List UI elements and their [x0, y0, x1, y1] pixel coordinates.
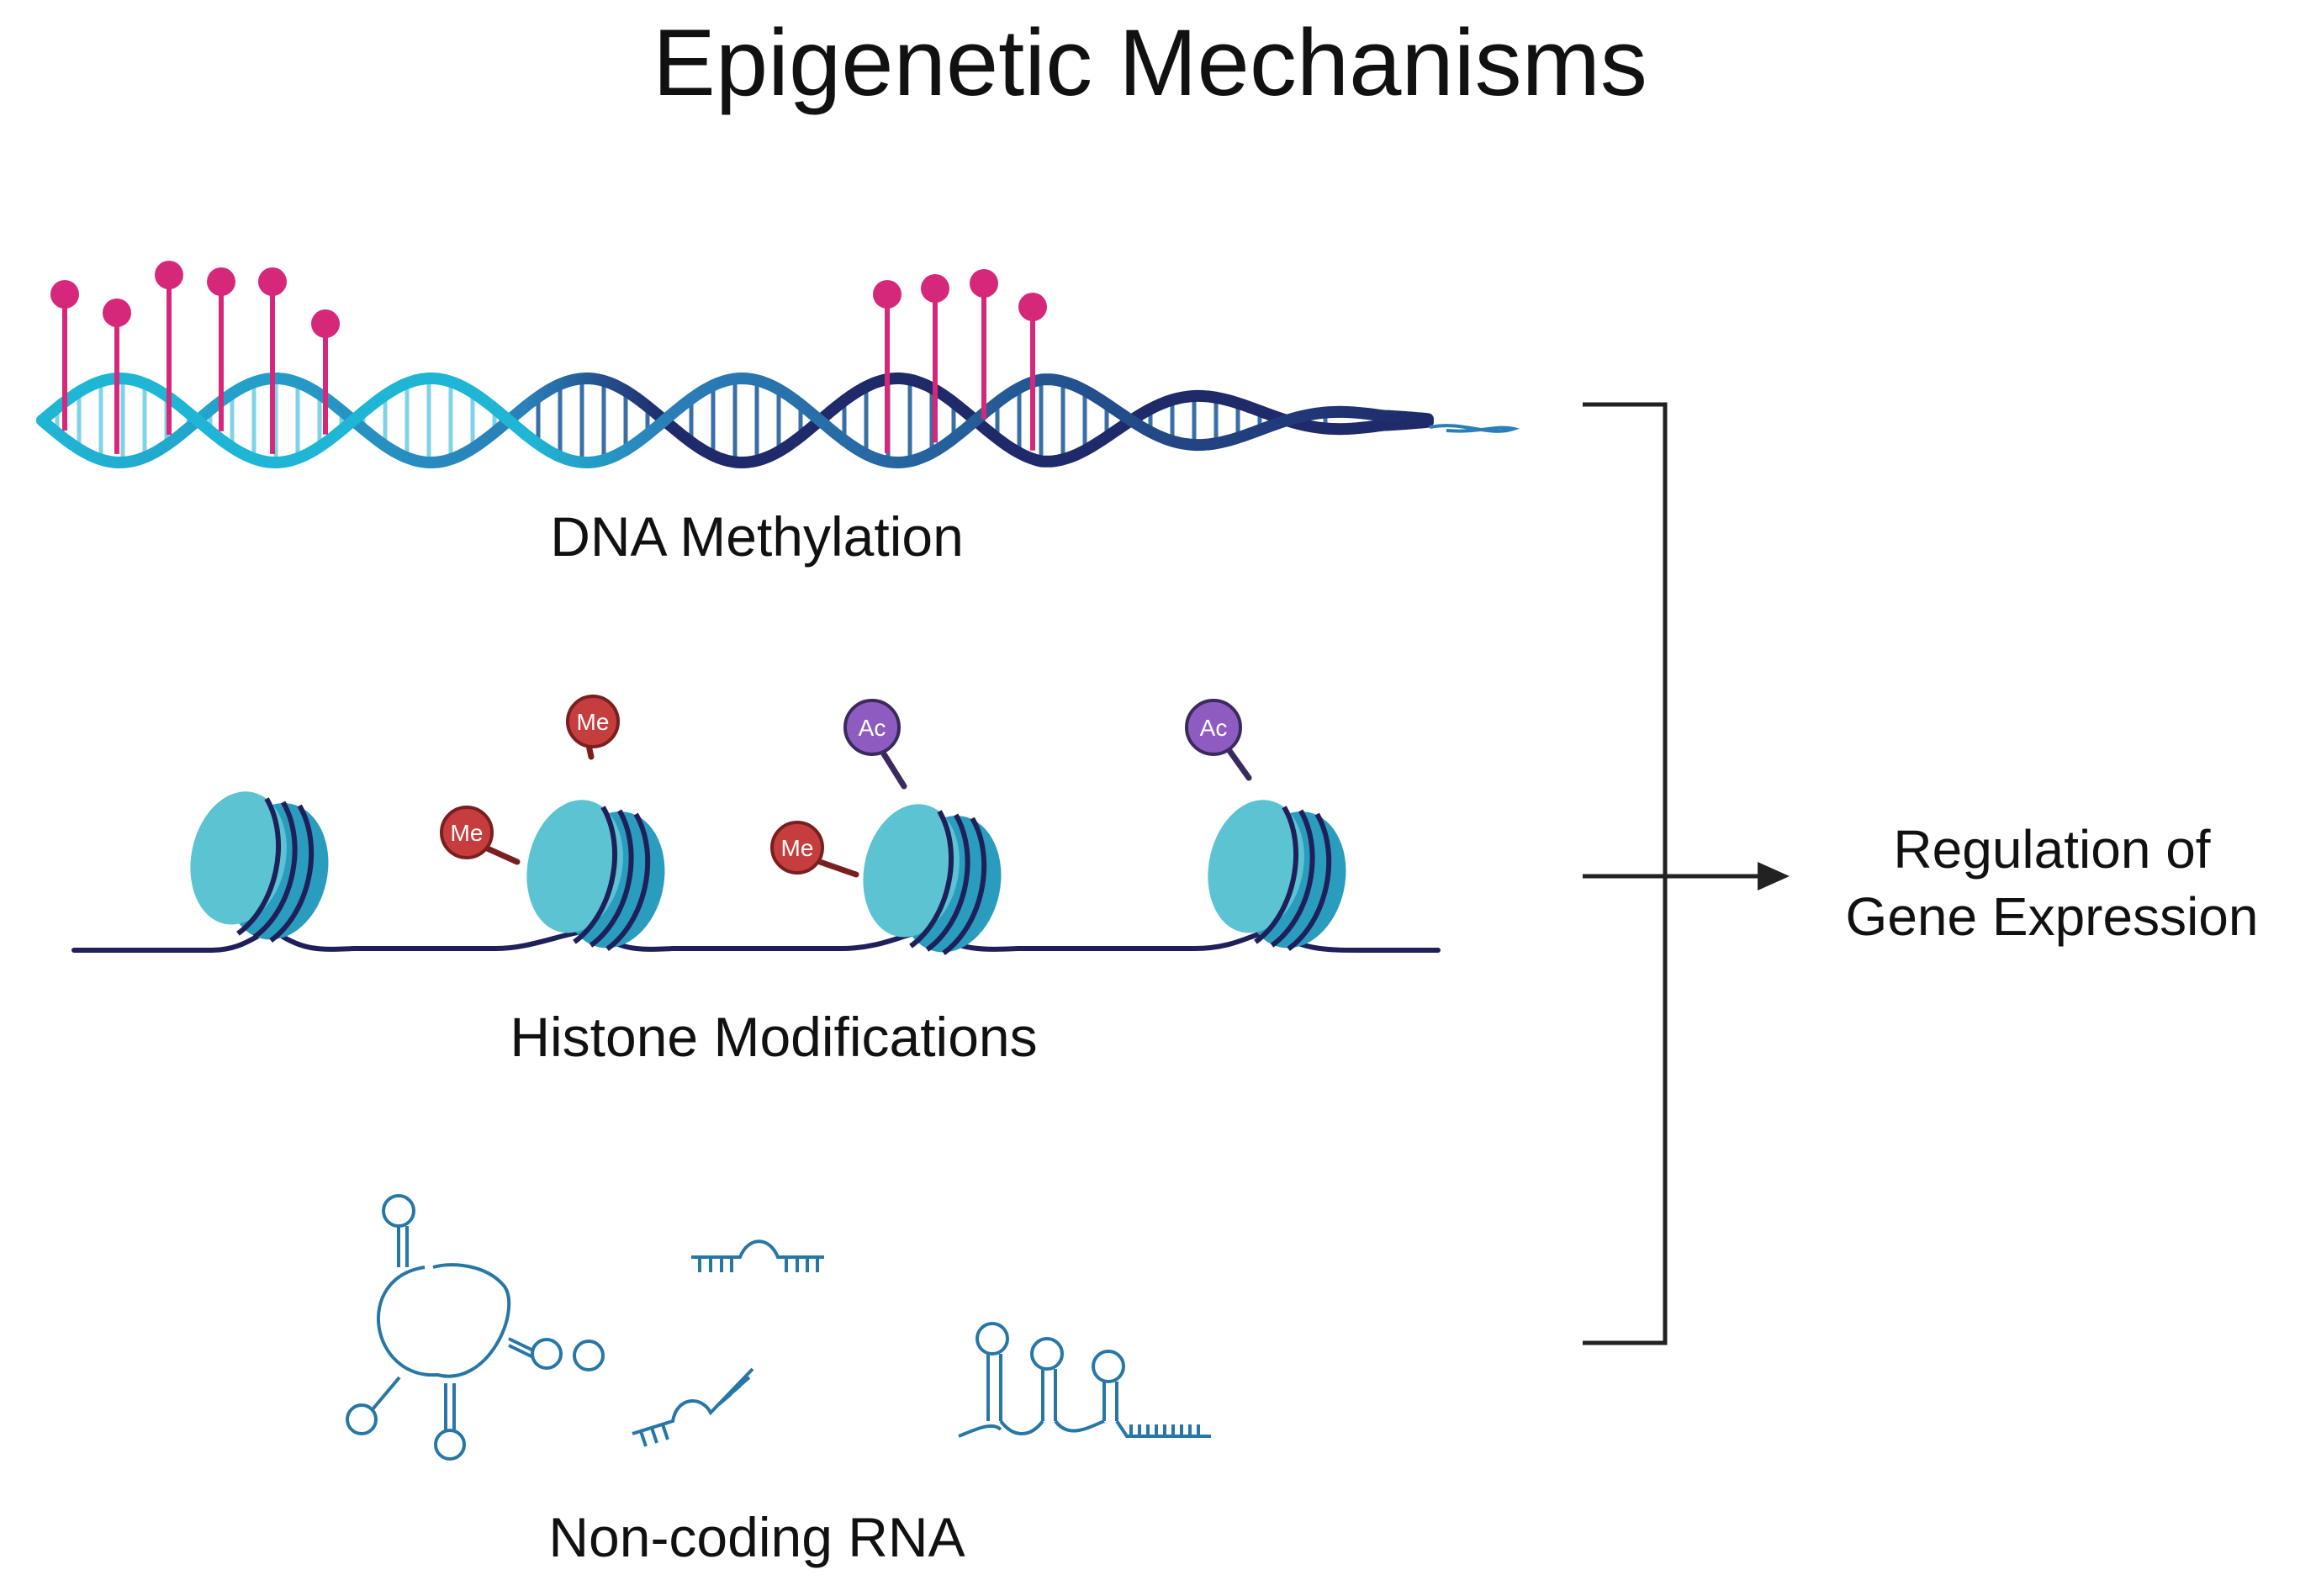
methyl-badge: Me: [566, 695, 620, 748]
dna-helix: [36, 372, 1520, 469]
nucleosome: [526, 800, 665, 951]
methyl-badge: Me: [770, 821, 824, 875]
methyl-pin: [155, 261, 183, 436]
me-connector-2: [480, 843, 521, 865]
methyl-badge-label: Me: [451, 820, 484, 846]
histone-badges: Me Me Me Ac Ac: [440, 695, 1242, 875]
nucleosome: [1208, 800, 1346, 951]
methyl-badge-label: Me: [577, 709, 610, 735]
acetyl-badge: Ac: [843, 699, 901, 756]
arrow-head: [1758, 862, 1790, 890]
me-connector-3: [817, 859, 859, 878]
helix-tail: [1429, 424, 1520, 433]
histone-modifications-label: Histone Modifications: [510, 1006, 1038, 1068]
outcome-line-1: Regulation of: [1893, 819, 2211, 880]
nucleosome: [863, 804, 1002, 955]
nucleosome: [190, 791, 329, 943]
ncrna-circular: [346, 1194, 605, 1461]
ac-connector-2: [1224, 745, 1252, 781]
methyl-pin: [1018, 293, 1047, 451]
bracket-arrow: [1583, 402, 1758, 1345]
ncrna-fragment-1: [691, 1239, 824, 1272]
methyl-pin: [103, 299, 131, 454]
acetyl-badge-label: Ac: [1200, 715, 1228, 741]
ncrna-fragment-2: [632, 1367, 754, 1447]
methyl-pin: [873, 280, 901, 453]
methyl-pin: [970, 269, 998, 420]
methyl-badge: Me: [440, 806, 494, 859]
methyl-pin: [311, 309, 340, 435]
ac-connector-1: [880, 749, 907, 790]
outcome-label: Regulation of Gene Expression: [1808, 816, 2296, 950]
bracket: [1583, 402, 1668, 1345]
noncoding-rna-label: Non-coding RNA: [548, 1506, 965, 1568]
ncrna-hairpins: [958, 1322, 1211, 1438]
methyl-pin: [258, 267, 287, 454]
acetyl-badge-label: Ac: [859, 715, 886, 741]
page-title: Epigenetic Mechanisms: [653, 10, 1647, 115]
strand-b: [36, 372, 1434, 469]
methyl-pin: [50, 280, 79, 431]
methyl-pin: [921, 274, 949, 443]
dna-methylation-label: DNA Methylation: [550, 505, 964, 568]
outcome-line-2: Gene Expression: [1845, 886, 2259, 947]
acetyl-badge: Ac: [1185, 699, 1242, 756]
methyl-pin: [207, 267, 235, 431]
methyl-badge-label: Me: [781, 835, 814, 861]
methyl-pins: [50, 261, 1047, 454]
nucleosomes: [190, 791, 1346, 955]
